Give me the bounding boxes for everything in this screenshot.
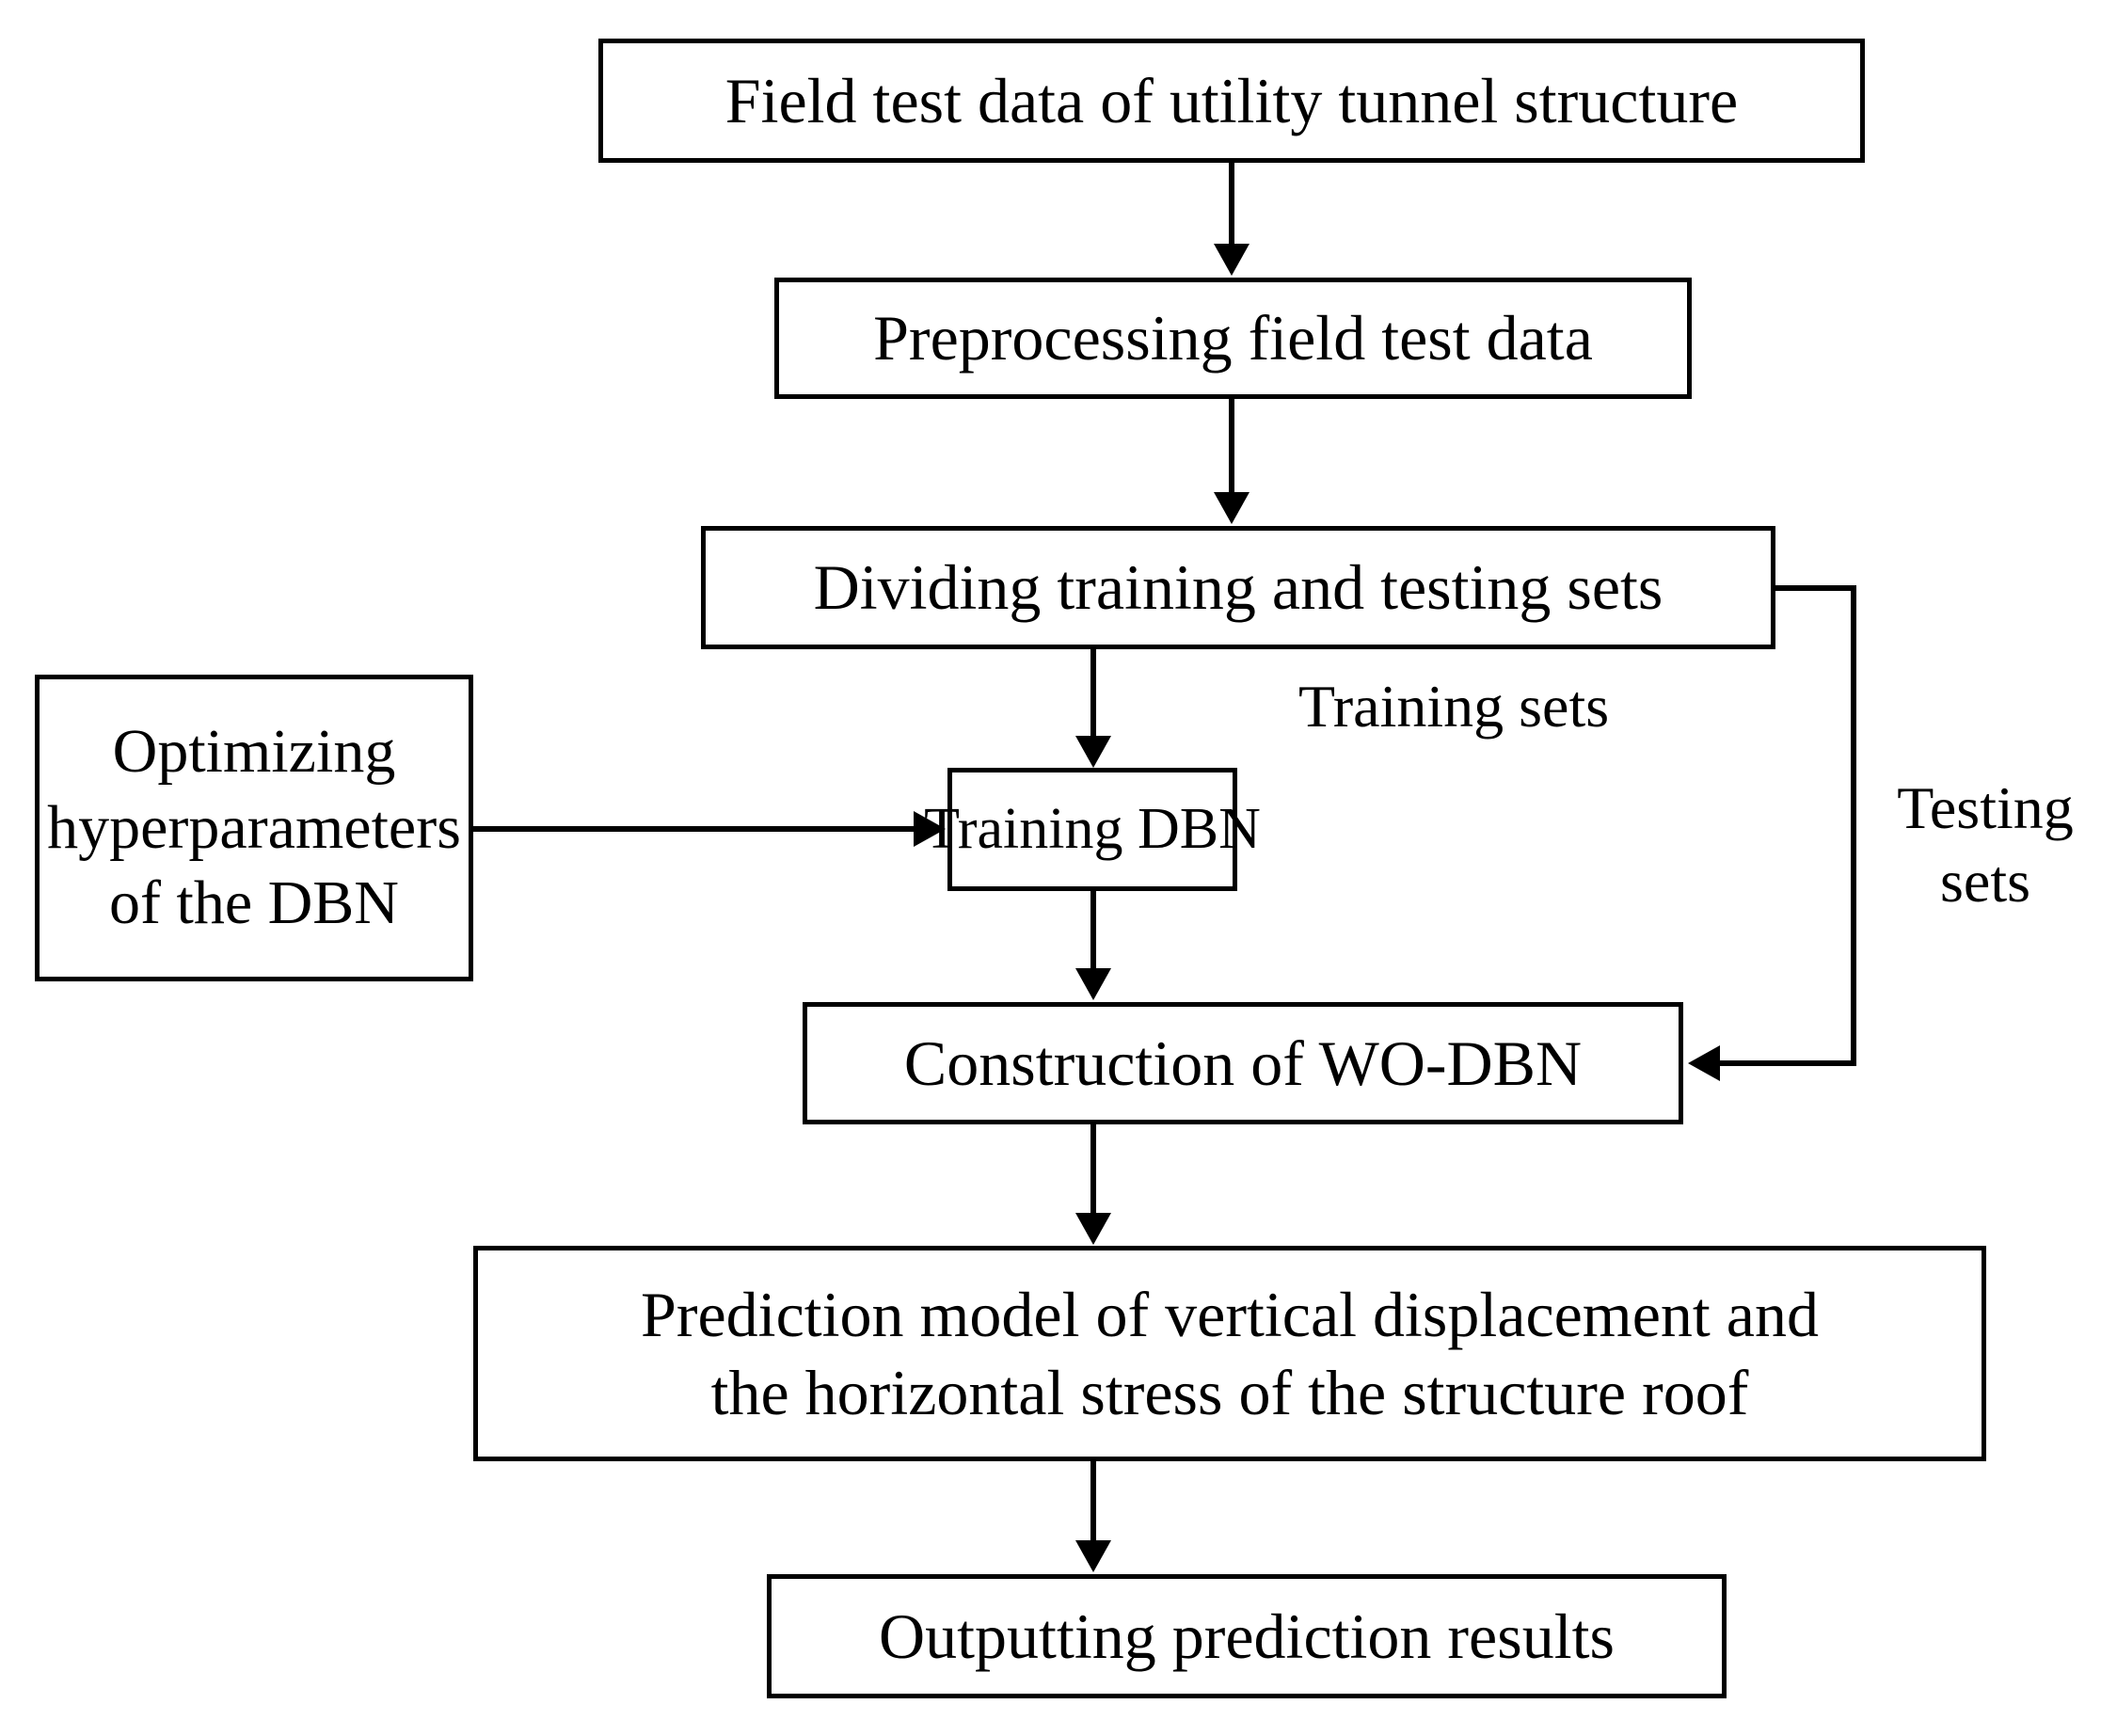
arrowhead-prediction-to-outputting [1075,1540,1111,1572]
arrowhead-construction-to-prediction [1075,1213,1111,1245]
connector-training-dbn-to-construction [1090,891,1096,970]
connector-preprocessing-to-dividing [1229,398,1234,494]
connector-dividing-testing-top [1775,585,1856,591]
arrowhead-dividing-to-training-dbn [1075,736,1111,768]
arrowhead-optimizing-to-training-dbn [914,811,946,847]
connector-prediction-to-outputting [1090,1461,1096,1542]
connector-field-to-preprocessing [1229,163,1234,246]
arrowhead-preprocessing-to-dividing [1214,492,1250,524]
connector-construction-to-prediction [1090,1124,1096,1215]
node-dividing-training-and-testing-sets: Dividing training and testing sets [701,526,1775,649]
node-construction-of-wo-dbn: Construction of WO-DBN [803,1002,1683,1124]
connector-testing-into-construction [1720,1060,1856,1066]
arrowhead-field-to-preprocessing [1214,244,1250,276]
connector-dividing-to-training-dbn [1090,649,1096,738]
arrowhead-testing-to-construction [1688,1045,1720,1081]
edge-label-testing-sets: Testing sets [1897,774,2074,916]
connector-optimizing-to-training-dbn [473,826,915,832]
node-field-test-data: Field test data of utility tunnel struct… [598,39,1865,163]
node-outputting-prediction-results: Outputting prediction results [767,1574,1727,1698]
edge-label-training-sets: Training sets [1298,673,1610,740]
node-prediction-model: Prediction model of vertical displacemen… [473,1246,1986,1461]
arrowhead-training-dbn-to-construction [1075,968,1111,1000]
node-optimizing-hyperparameters-of-the-dbn: Optimizing hyperparameters of the DBN [35,675,473,981]
node-training-dbn: Training DBN [924,768,1261,891]
node-preprocessing-field-test-data: Preprocessing field test data [774,278,1692,399]
connector-dividing-testing-vertical [1851,585,1856,1063]
